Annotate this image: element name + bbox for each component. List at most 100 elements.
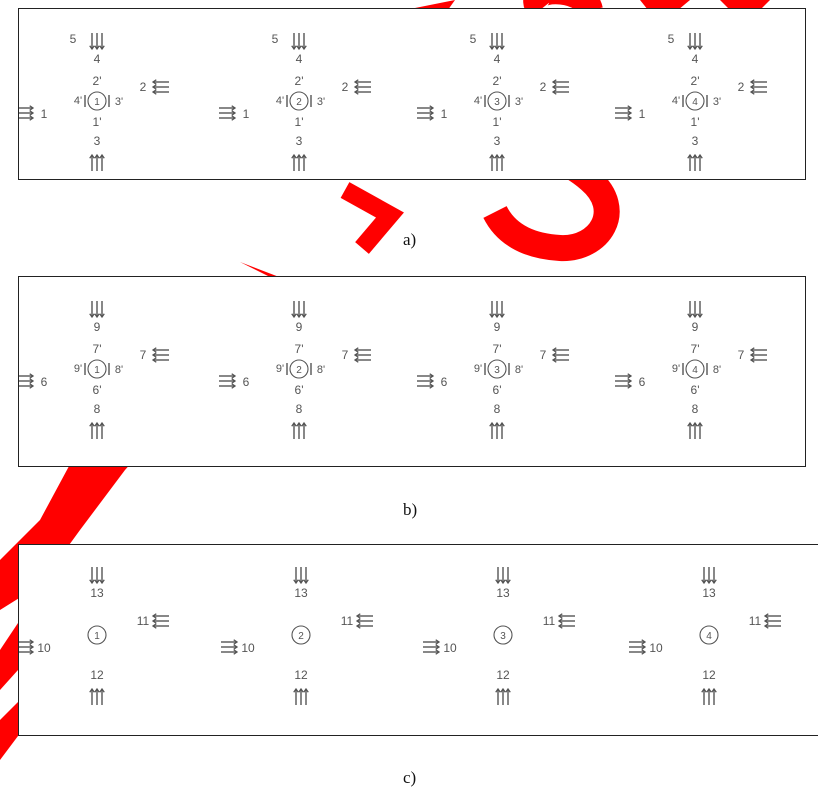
intersection-3-inner-top: 2'	[493, 74, 502, 88]
intersection-2-top-lanes-0-head	[291, 45, 297, 51]
intersection-3-left-lanes-0-head	[435, 639, 441, 645]
intersection-3-phase-circle	[487, 91, 507, 111]
intersection-3-left-lanes-0-head	[429, 105, 435, 111]
intersection-3-bottom-lanes-0-head	[489, 153, 495, 159]
panel-a-diagram: 4512312'1'4'3'4512322'1'4'3'4512332'1'4'…	[19, 32, 767, 171]
intersection-3-top-lanes-0-head	[489, 313, 495, 319]
intersection-3-left-label: 6	[441, 375, 448, 389]
intersection-1-top-lanes-1-head	[94, 45, 100, 51]
intersection-1-right-lanes-1-head	[151, 618, 157, 624]
intersection-1-top-label: 4	[94, 52, 101, 66]
intersection-4-left-lanes-2-head	[641, 649, 647, 655]
intersection-4-bottom-lanes-1-head	[706, 687, 712, 693]
intersection-2-bottom-lanes-0-head	[291, 153, 297, 159]
intersection-3-inner-bottom: 6'	[493, 383, 502, 397]
intersection-4-inner-bottom: 6'	[691, 383, 700, 397]
intersection-4-left-lanes-1-head	[641, 644, 647, 650]
intersection-1-top-label: 9	[94, 320, 101, 334]
intersection-4-phase-circle	[685, 359, 705, 379]
intersection-3-inner-bottom: 1'	[493, 115, 502, 129]
intersection-2-left-label: 1	[243, 107, 250, 121]
intersection-1-phase-circle	[87, 91, 107, 111]
intersection-4-inner-top: 7'	[691, 342, 700, 356]
intersection-2-top-lanes-2-head	[301, 313, 307, 319]
intersection-1-right-label: 7	[140, 348, 147, 362]
intersection-1-left-lanes-2-head	[29, 115, 35, 121]
intersection-2-left-label: 6	[243, 375, 250, 389]
intersection-1-bottom-lanes-1-head	[94, 421, 100, 427]
intersection-4-top-lanes-1-head	[692, 313, 698, 319]
intersection-3-bottom-lanes-2-head	[499, 153, 505, 159]
intersection-3-right-lanes-1-head	[551, 84, 557, 90]
intersection-3-left-lanes-2-head	[435, 649, 441, 655]
intersection-1-inner-left: 4'	[74, 95, 82, 107]
intersection-1-left-lanes-1-head	[29, 110, 35, 116]
intersection-1-left-lanes-1-head	[29, 644, 35, 650]
intersection-3-top-lanes-2-head	[499, 45, 505, 51]
intersection-4-right-label: 7	[738, 348, 745, 362]
intersection-1-left-label: 1	[41, 107, 48, 121]
intersection-4-top-lanes-0-head	[687, 45, 693, 51]
intersection-4-top-lanes-2-head	[697, 45, 703, 51]
intersection-2-bottom-lanes-2-head	[303, 687, 309, 693]
intersection-3-top-lanes-2-head	[505, 579, 511, 585]
intersection-1-bottom-lanes-1-head	[94, 687, 100, 693]
panel-b-diagram: 967817'6'9'8'967827'6'9'8'967837'6'9'8'9…	[19, 301, 767, 439]
intersection-2-inner-top: 2'	[295, 74, 304, 88]
intersection-3-right-lanes-2-head	[551, 357, 557, 363]
intersection-2-left-lanes-0-head	[231, 373, 237, 379]
intersection-1-top-lanes-0-head	[89, 313, 95, 319]
intersection-1-left-lanes-2-head	[29, 649, 35, 655]
intersection-4-phase-circle	[685, 91, 705, 111]
intersection-3-phase-circle	[487, 359, 507, 379]
intersection-3-bottom-label: 12	[496, 668, 510, 682]
intersection-4-top-lanes-1-head	[692, 45, 698, 51]
intersection-3-left-lanes-2-head	[429, 383, 435, 389]
intersection-4-left-lanes-0-head	[627, 105, 633, 111]
intersection-3-right-label: 2	[540, 80, 547, 94]
intersection-4-inner-left: 9'	[672, 363, 680, 375]
intersection-4-inner-right: 3'	[713, 96, 721, 108]
intersection-2-left-label: 10	[241, 641, 255, 655]
intersection-1-bottom-label: 8	[94, 402, 101, 416]
intersection-2-phase-circle	[289, 359, 309, 379]
intersection-2-right-label: 11	[341, 614, 354, 628]
intersection-3-bottom-lanes-0-head	[495, 687, 501, 693]
intersection-4-bottom-lanes-2-head	[697, 421, 703, 427]
intersection-3-right-lanes-0-head	[551, 347, 557, 353]
intersection-4-top-lanes-0-head	[701, 579, 707, 585]
intersection-2-bottom-lanes-1-head	[296, 153, 302, 159]
intersection-2-bottom-lanes-1-head	[296, 421, 302, 427]
intersection-1-bottom-lanes-2-head	[99, 687, 105, 693]
intersection-3-left-lanes-2-head	[429, 115, 435, 121]
intersection-2-top-side-label: 5	[272, 32, 279, 46]
intersection-2-right-lanes-2-head	[353, 357, 359, 363]
intersection-1-inner-top: 7'	[93, 342, 102, 356]
intersection-4-inner-left: 4'	[672, 95, 680, 107]
intersection-4-bottom-lanes-1-head	[692, 421, 698, 427]
intersection-2-left-lanes-0-head	[233, 639, 239, 645]
intersection-2-bottom-label: 3	[296, 134, 303, 148]
intersection-2-inner-top: 7'	[295, 342, 304, 356]
intersection-2-phase-circle-number: 2	[296, 365, 302, 376]
intersection-2-bottom-lanes-0-head	[293, 687, 299, 693]
caption-a: a)	[403, 230, 417, 249]
intersection-2-bottom-label: 8	[296, 402, 303, 416]
intersection-3-phase-circle-number: 3	[494, 97, 500, 108]
intersection-4-phase-circle-number: 4	[692, 97, 698, 108]
intersection-1-top-lanes-1-head	[94, 579, 100, 585]
intersection-3-bottom-lanes-1-head	[494, 153, 500, 159]
intersection-4-bottom-label: 3	[692, 134, 699, 148]
intersection-1-top-lanes-0-head	[89, 579, 95, 585]
intersection-4-phase-circle-number: 4	[692, 365, 698, 376]
intersection-1-bottom-lanes-0-head	[89, 153, 95, 159]
intersection-4-right-lanes-0-head	[763, 613, 769, 619]
intersection-3-right-lanes-0-head	[557, 613, 563, 619]
caption-c: c)	[403, 768, 417, 787]
intersection-2-left-lanes-2-head	[231, 115, 237, 121]
intersection-3-top-label: 4	[494, 52, 501, 66]
intersection-3-left-lanes-1-head	[429, 378, 435, 384]
intersection-3-left-label: 1	[441, 107, 448, 121]
intersection-1-phase-circle-number: 1	[94, 97, 100, 108]
intersection-3-bottom-lanes-2-head	[505, 687, 511, 693]
